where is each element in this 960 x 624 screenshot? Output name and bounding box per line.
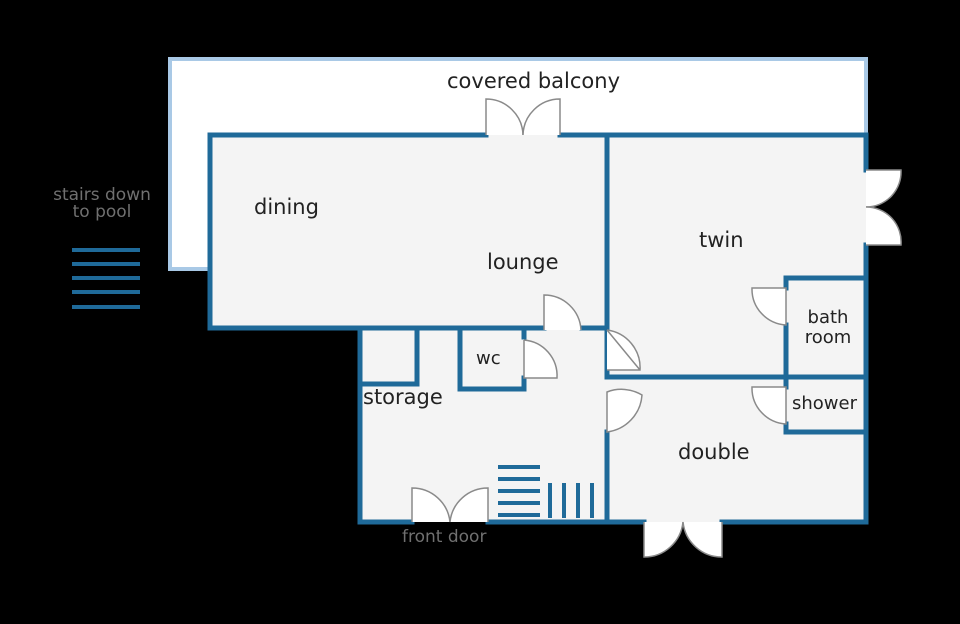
stairs-icon <box>72 248 140 309</box>
shower-label: shower <box>792 393 857 414</box>
twin-label: twin <box>699 228 744 252</box>
bathroom-label-line1: bath <box>807 307 849 328</box>
exterior-walls <box>207 132 869 525</box>
door-swing-icon <box>411 98 902 558</box>
storage-label: storage <box>363 385 443 409</box>
stairs-down-label-line1: stairs down <box>53 185 151 205</box>
interior-stairs-icon <box>498 465 594 518</box>
wc-label: wc <box>476 348 501 369</box>
double-label: double <box>678 440 750 464</box>
front-door-label: front door <box>402 527 487 547</box>
dining-label: dining <box>254 195 319 219</box>
stairs-down-label: stairs down to pool <box>46 187 158 221</box>
stairs-down-label-line2: to pool <box>72 202 132 222</box>
bathroom-label-line2: room <box>804 326 852 348</box>
lounge-label: lounge <box>487 250 559 274</box>
bathroom-label: bath room <box>795 308 861 348</box>
covered-balcony-label: covered balcony <box>447 69 621 93</box>
